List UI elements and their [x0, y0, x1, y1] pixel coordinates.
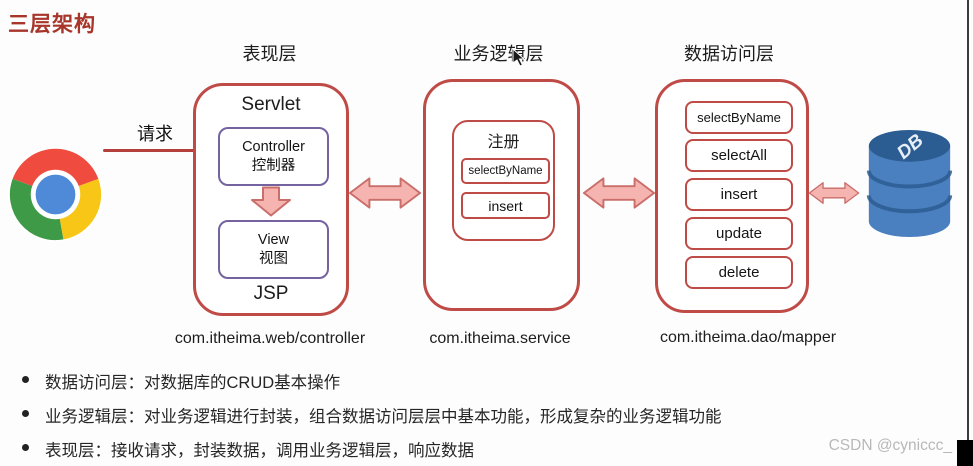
business-layer-box: 注册 selectByName insert [423, 79, 580, 311]
double-arrow-icon [348, 177, 422, 209]
bullet-dot [22, 444, 29, 451]
package-service: com.itheima.service [429, 330, 571, 347]
header-data-access-layer: 数据访问层 [684, 44, 774, 64]
header-business-layer: 业务逻辑层 [453, 44, 544, 64]
bullet-dot [22, 410, 29, 417]
down-block-arrow-icon [251, 186, 291, 217]
view-node: View 视图 [218, 220, 329, 279]
request-arrow-line [103, 149, 209, 152]
bullet-text: 数据访问层：对数据库的CRUD基本操作 [45, 374, 341, 392]
controller-node: Controller 控制器 [218, 127, 329, 186]
dao-method-update: update [685, 217, 793, 250]
request-label: 请求 [137, 124, 173, 144]
jsp-label: JSP [253, 283, 289, 304]
screen-corner-black-patch [957, 440, 973, 466]
package-presentation: com.itheima.web/controller [174, 330, 366, 347]
service-method-selectByName: selectByName [461, 158, 550, 184]
view-node-line1: View [257, 231, 290, 248]
controller-node-line2: 控制器 [251, 157, 296, 174]
watermark: CSDN @cyniccc_ [828, 437, 952, 454]
header-presentation-layer: 表现层 [242, 44, 297, 64]
dao-method-selectByName: selectByName [685, 101, 793, 134]
screen-edge-line [967, 0, 969, 443]
bullet-presentation: 表现层：接收请求，封装数据，调用业务逻辑层，响应数据 [20, 437, 474, 461]
mouse-cursor-icon [512, 48, 526, 67]
dao-method-insert: insert [685, 178, 793, 211]
dao-method-selectAll: selectAll [685, 139, 793, 172]
bullet-text: 业务逻辑层：对业务逻辑进行封装，组合数据访问层层中基本功能，形成复杂的业务逻辑功… [45, 408, 722, 426]
chrome-browser-icon [7, 146, 104, 243]
double-arrow-icon [582, 177, 656, 209]
servlet-label: Servlet [241, 94, 301, 115]
bullet-text: 表现层：接收请求，封装数据，调用业务逻辑层，响应数据 [45, 442, 474, 460]
bullet-business: 业务逻辑层：对业务逻辑进行封装，组合数据访问层层中基本功能，形成复杂的业务逻辑功… [20, 403, 722, 427]
register-group-box: 注册 selectByName insert [452, 120, 555, 241]
register-group-title: 注册 [487, 134, 520, 151]
view-node-line2: 视图 [259, 250, 288, 267]
database-cylinder-icon: DB [866, 129, 953, 238]
page-title: 三层架构 [8, 13, 96, 36]
controller-node-line1: Controller [242, 138, 305, 155]
presentation-layer-box: Servlet Controller 控制器 View 视图 JSP [193, 83, 349, 316]
dao-method-delete: delete [685, 256, 793, 289]
service-method-insert: insert [461, 192, 550, 219]
package-dao: com.itheima.dao/mapper [659, 329, 837, 346]
double-arrow-icon [808, 182, 860, 204]
bullet-data-access: 数据访问层：对数据库的CRUD基本操作 [20, 369, 340, 393]
bullet-dot [22, 376, 29, 383]
data-access-layer-box: selectByName selectAll insert update del… [655, 79, 809, 313]
